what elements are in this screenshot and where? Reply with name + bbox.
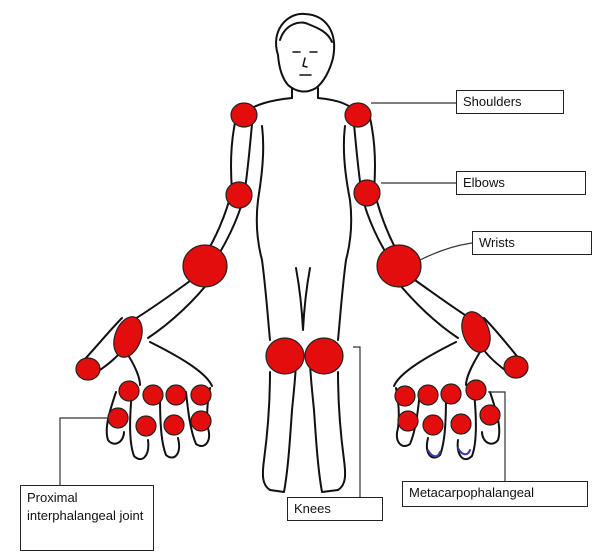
joint-left-pip [136, 416, 156, 436]
joint-right-thumb-tip [504, 356, 528, 378]
joint-left-mcp [119, 381, 139, 401]
joint-right-pip [423, 415, 443, 435]
joint-left-mcp [191, 385, 211, 405]
joint-left-pip [191, 411, 211, 431]
joint-left-elbow [226, 182, 252, 208]
nail-hints [428, 448, 470, 456]
joint-left-mcp [143, 385, 163, 405]
leader-wrists [420, 243, 472, 260]
joint-left-knee [266, 338, 304, 374]
joint-right-mcp [441, 384, 461, 404]
leader-pip [60, 418, 108, 485]
label-proximal-interphalangeal-joint: Proximal interphalangeal joint [20, 485, 154, 551]
head-outline [276, 14, 334, 92]
joint-right-mcp [466, 380, 486, 400]
joint-left-pip [108, 408, 128, 428]
joint-left-pip [164, 415, 184, 435]
joint-right-shoulder [345, 103, 371, 127]
joint-right-mcp [418, 385, 438, 405]
joint-right-pip [451, 414, 471, 434]
joint-left-mcp [166, 385, 186, 405]
label-wrists: Wrists [472, 231, 592, 255]
label-elbows: Elbows [456, 171, 586, 195]
joint-left-thumb-base [109, 313, 148, 361]
label-metacarpophalangeal: Metacarpophalangeal [402, 481, 588, 507]
label-knees: Knees [287, 497, 383, 521]
right-leg-outline [310, 260, 346, 492]
joint-right-knee [305, 338, 343, 374]
left-leg-outline [262, 260, 296, 492]
crotch-outline [296, 268, 310, 330]
leader-knees [353, 347, 360, 497]
joint-right-thumb-base [457, 308, 496, 356]
joint-right-wrist [377, 245, 421, 287]
face-details [293, 52, 317, 75]
joint-right-mcp [395, 386, 415, 406]
joint-left-thumb-tip [76, 358, 100, 380]
joint-right-elbow [354, 180, 380, 206]
joint-left-wrist [183, 245, 227, 287]
joint-right-pip [480, 405, 500, 425]
torso-outline [242, 98, 358, 260]
joint-left-shoulder [231, 103, 257, 127]
hair-outline [280, 23, 332, 42]
label-shoulders: Shoulders [456, 90, 564, 114]
joint-right-pip [398, 411, 418, 431]
